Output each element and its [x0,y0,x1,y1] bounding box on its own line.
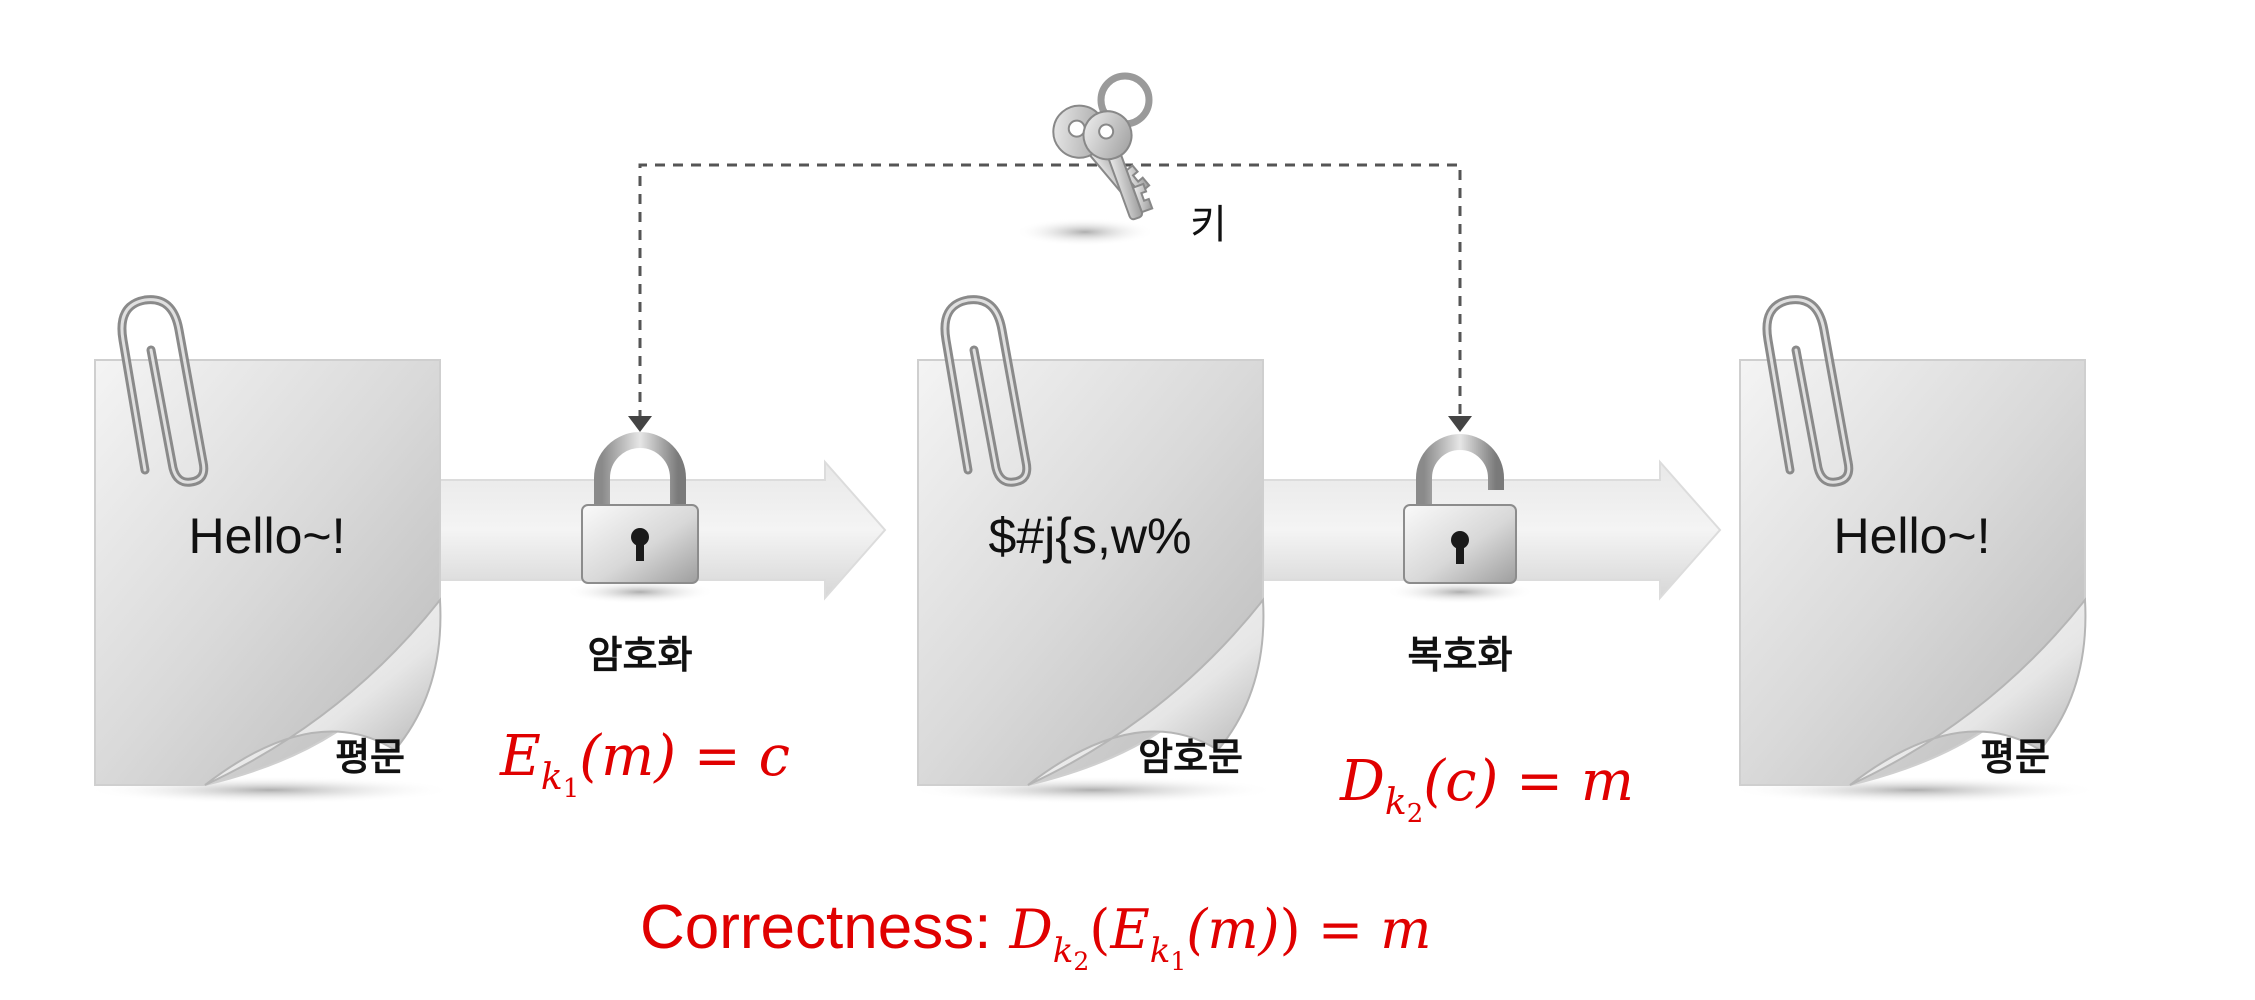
paperclip-icon [117,295,209,487]
encrypt-fn: E [499,724,541,789]
ciphertext-document: $#j{s,w% 암호문 [908,295,1278,804]
arrowhead-to-encrypt [628,416,652,432]
decrypt-label: 복호화 [1408,632,1513,677]
document-caption: 평문 [335,734,405,779]
keys-icon [1015,72,1155,246]
decrypted-document: Hello~! 평문 [1730,295,2100,804]
paper-curl [1027,597,1265,786]
correctness-open: ( [1089,898,1110,961]
correctness-inner-key: k [1150,931,1171,971]
encrypt-eq: = [676,724,759,789]
arrowhead-to-decrypt [1448,416,1472,432]
document-content: Hello~! [1833,508,1990,564]
correctness-result: m [1380,898,1431,961]
decrypt-arg: (c) [1423,749,1498,814]
locked-padlock-icon [565,432,715,604]
correctness-close: ) [1280,898,1301,961]
paperclip-icon [940,295,1032,487]
encryption-formula: Ek1(m) = c [499,724,790,804]
key-distribution-line [638,163,1462,420]
decryption-formula: Dk2(c) = m [1339,749,1634,829]
correctness-arg: (m) [1186,898,1279,961]
unlocked-padlock-icon [1385,434,1535,604]
decrypt-eq: = [1498,749,1581,814]
document-caption: 평문 [1980,734,2050,779]
correctness-eq: = [1301,898,1381,961]
decrypt-result: m [1581,749,1634,814]
correctness-outer-fn: D [1008,898,1052,961]
decrypt-fn: D [1339,749,1385,814]
document-caption: 암호문 [1138,734,1243,779]
correctness-outer-key: k [1053,931,1074,971]
encrypt-key-index: 1 [563,774,580,804]
encrypt-result: c [759,724,790,789]
correctness-inner-fn: E [1109,898,1149,961]
paperclip-icon [1762,295,1854,487]
correctness-inner-index: 1 [1170,947,1186,976]
correctness-label: Correctness: [640,893,991,962]
encrypt-arg: (m) [579,724,676,789]
plaintext-document: Hello~! 평문 [85,295,455,804]
correctness-outer-index: 2 [1073,947,1089,976]
correctness-statement: Correctness:Dk2(Ek1(m)) = m [640,893,1432,976]
decrypt-key: k [1385,782,1407,823]
paper-curl [1849,597,2087,786]
encrypt-key: k [541,757,563,798]
encrypt-label: 암호화 [588,632,693,677]
document-content: $#j{s,w% [989,508,1192,564]
paper-curl [204,597,442,786]
decrypt-key-index: 2 [1407,799,1424,829]
key-label: 키 [1190,202,1227,248]
document-content: Hello~! [188,508,345,564]
